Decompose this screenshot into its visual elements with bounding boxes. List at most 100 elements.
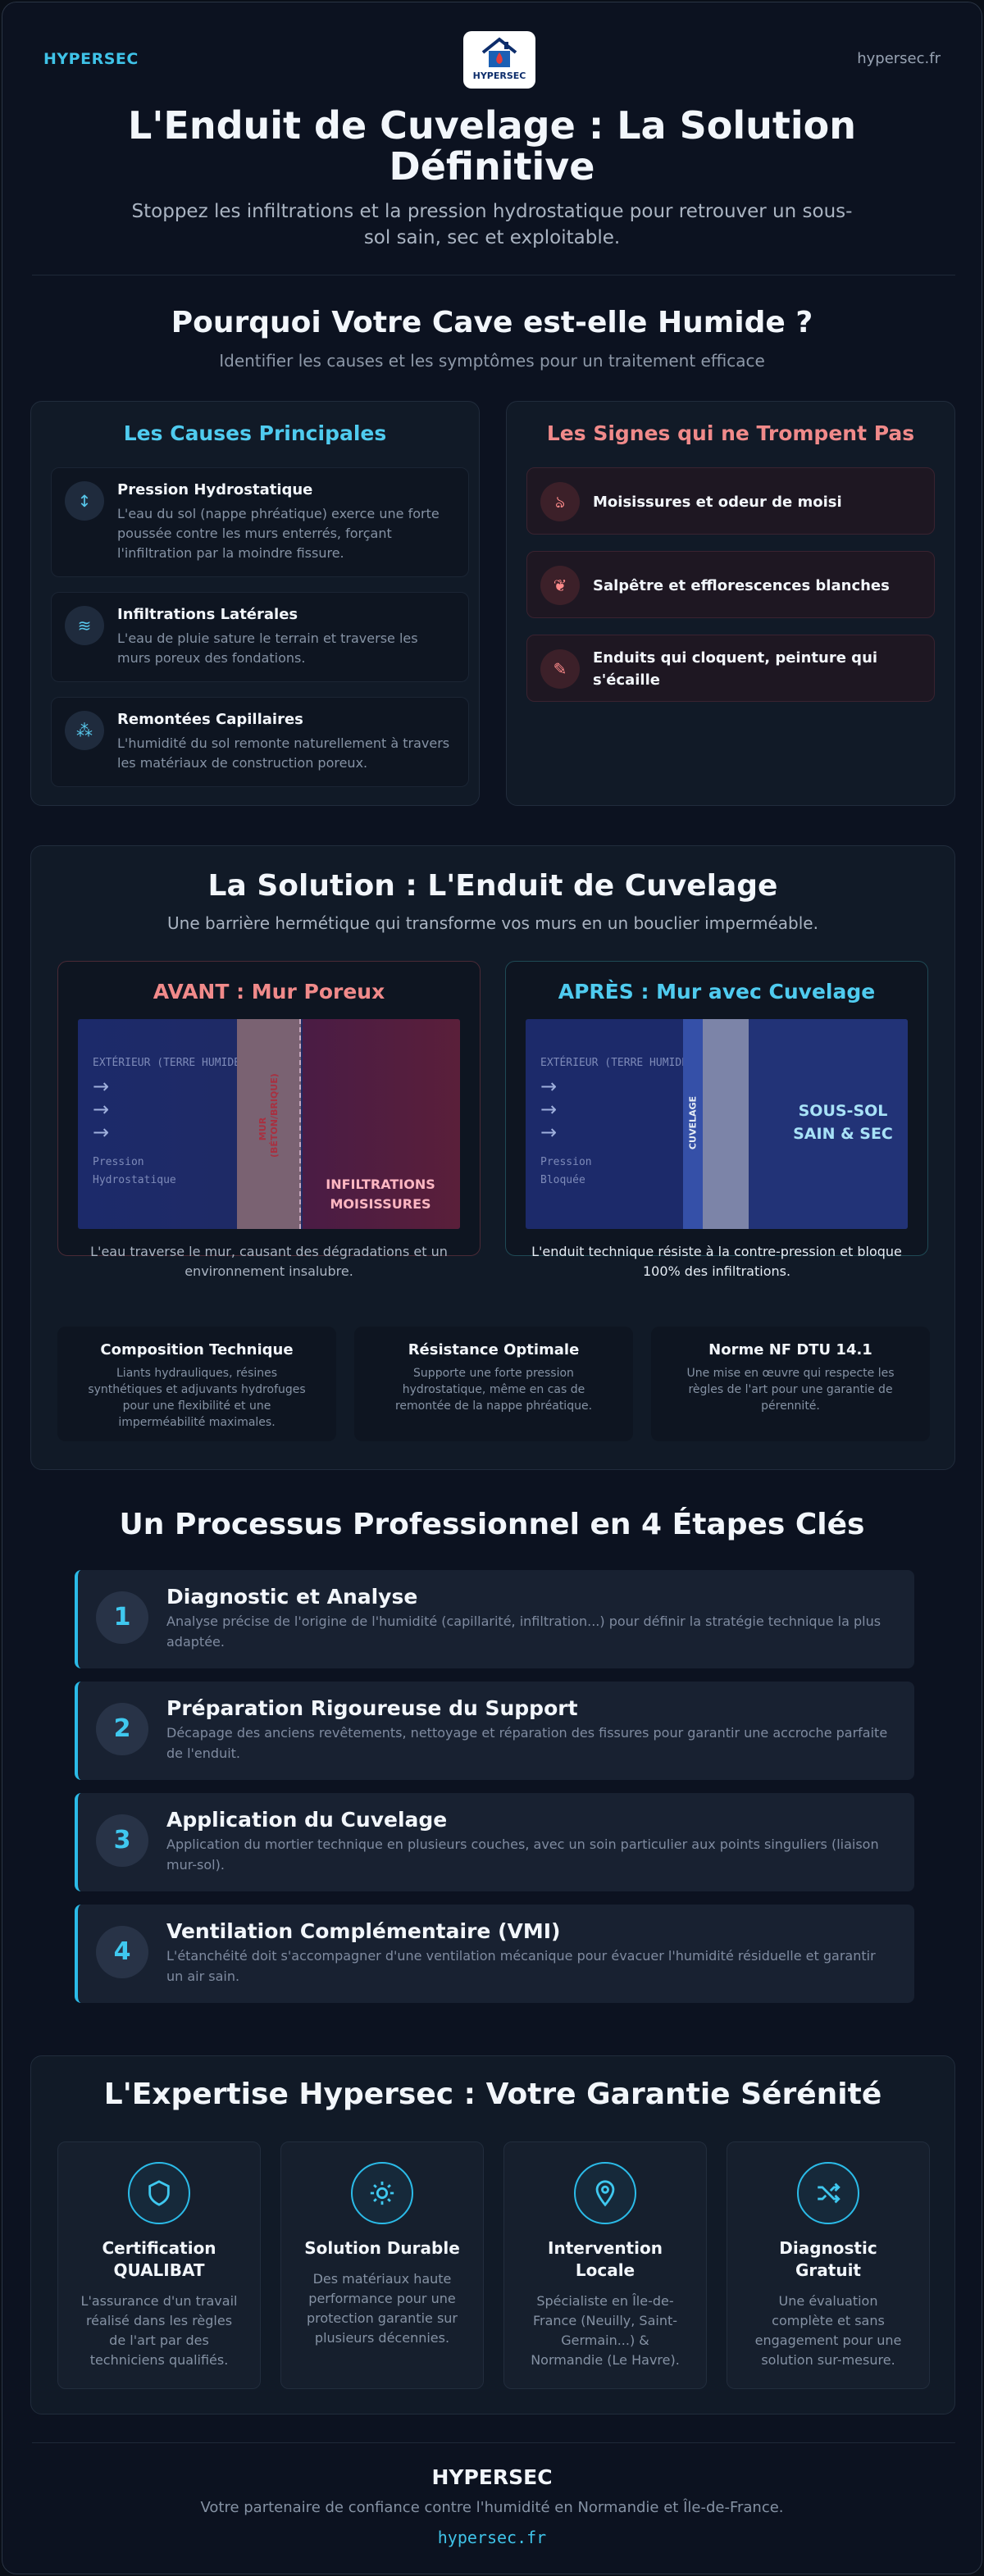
rain-icon: ≋ — [65, 606, 104, 645]
wall-label: MUR (BÉTON/BRIQUE) — [257, 1073, 280, 1158]
step-title: Ventilation Complémentaire (VMI) — [166, 1919, 561, 1943]
signs-panel: Les Signes qui ne Trompent Pas ঌ Moisiss… — [506, 401, 955, 806]
sign-text: Salpêtre et efflorescences blanches — [593, 576, 890, 594]
expertise-card-title: Diagnostic Gratuit — [779, 2238, 877, 2280]
solution-title: La Solution : L'Enduit de Cuvelage — [207, 869, 778, 903]
shield-icon — [128, 2162, 190, 2224]
cuvelage-label: CUVELAGE — [687, 1095, 699, 1150]
step-text: L'étanchéité doit s'accompagner d'une ve… — [166, 1948, 876, 1984]
cause-text: L'humidité du sol remonte naturellement … — [117, 735, 450, 771]
sign-card: ✎ Enduits qui cloquent, peinture qui s'é… — [526, 635, 935, 702]
expertise-card-text: Une évaluation complète et sans engageme… — [754, 2293, 902, 2368]
house-logo-icon — [481, 37, 517, 67]
step-title: Préparation Rigoureuse du Support — [166, 1696, 578, 1720]
exterior-label: EXTÉRIEUR (TERRE HUMIDE) — [540, 1057, 695, 1069]
step-card: 3 Application du Cuvelage Application du… — [75, 1793, 914, 1891]
expertise-card-text: L'assurance d'un travail réalisé dans le… — [80, 2293, 238, 2368]
infiltration-zone: INFILTRATIONS MOISISSURES — [303, 1019, 460, 1229]
solution-subtitle: Une barrière hermétique qui transforme v… — [167, 913, 818, 933]
step-text: Application du mortier technique en plus… — [166, 1836, 879, 1873]
solution-panel: La Solution : L'Enduit de Cuvelage Une b… — [30, 845, 955, 1470]
page-subtitle: Stoppez les infiltrations et la pression… — [131, 201, 853, 248]
location-pin-icon — [574, 2162, 636, 2224]
top-bar: HYPERSEC HYPERSEC hypersec.fr — [2, 2, 982, 101]
before-diagram: EXTÉRIEUR (TERRE HUMIDE) →→→ Pression Hy… — [78, 1019, 460, 1229]
expertise-card: Certification QUALIBAT L'assurance d'un … — [57, 2141, 261, 2389]
capillary-icon: ⁂ — [65, 711, 104, 750]
hero: L'Enduit de Cuvelage : La Solution Défin… — [2, 105, 982, 251]
step-card: 2 Préparation Rigoureuse du Support Déca… — [75, 1682, 914, 1780]
step-title: Application du Cuvelage — [166, 1808, 448, 1832]
mold-icon: ঌ — [540, 482, 580, 521]
cause-title: Remontées Capillaires — [117, 711, 303, 728]
step-number: 3 — [96, 1814, 148, 1867]
salt-icon: ❦ — [540, 566, 580, 605]
site-url[interactable]: hypersec.fr — [857, 50, 941, 67]
wall-block — [703, 1019, 749, 1229]
feature-card: Composition Technique Liants hydraulique… — [57, 1327, 336, 1441]
after-diagram: EXTÉRIEUR (TERRE HUMIDE) →→→ Pression Bl… — [526, 1019, 908, 1229]
feature-title: Norme NF DTU 14.1 — [708, 1341, 872, 1359]
after-caption: L'enduit technique résiste à la contre-p… — [531, 1244, 902, 1279]
step-title: Diagnostic et Analyse — [166, 1585, 418, 1609]
exterior-label: EXTÉRIEUR (TERRE HUMIDE) — [93, 1057, 247, 1069]
brand-name[interactable]: HYPERSEC — [43, 50, 139, 68]
expertise-card-title: Certification QUALIBAT — [102, 2238, 216, 2280]
why-subtitle: Identifier les causes et les symptômes p… — [219, 351, 765, 371]
page-title: L'Enduit de Cuvelage : La Solution Défin… — [128, 103, 856, 189]
causes-title: Les Causes Principales — [123, 421, 387, 445]
expertise-card-text: Spécialiste en Île-de-France (Neuilly, S… — [531, 2293, 680, 2368]
pressure-arrows-icon: →→→ — [93, 1075, 110, 1144]
signs-title: Les Signes qui ne Trompent Pas — [546, 421, 915, 445]
cuvelage-layer: CUVELAGE — [683, 1019, 703, 1229]
sun-icon — [351, 2162, 413, 2224]
cause-text: L'eau de pluie sature le terrain et trav… — [117, 630, 418, 666]
step-number: 4 — [96, 1926, 148, 1978]
cause-text: L'eau du sol (nappe phréatique) exerce u… — [117, 506, 440, 561]
why-title: Pourquoi Votre Cave est-elle Humide ? — [171, 306, 813, 339]
before-caption: L'eau traverse le mur, causant des dégra… — [90, 1244, 448, 1279]
feature-text: Liants hydrauliques, résines synthétique… — [88, 1367, 306, 1429]
feature-text: Supporte une forte pression hydrostatiqu… — [394, 1367, 593, 1413]
pressure-label: Pression Hydrostatique — [93, 1156, 176, 1186]
footer: HYPERSEC Votre partenaire de confiance c… — [2, 2465, 982, 2547]
step-card: 4 Ventilation Complémentaire (VMI) L'éta… — [75, 1905, 914, 2003]
after-card: APRÈS : Mur avec Cuvelage EXTÉRIEUR (TER… — [505, 961, 928, 1279]
causes-panel: Les Causes Principales ↕ Pression Hydros… — [30, 401, 480, 806]
cause-title: Infiltrations Latérales — [117, 606, 298, 623]
feature-text: Une mise en œuvre qui respecte les règle… — [686, 1367, 895, 1413]
divider — [32, 2442, 955, 2443]
cause-card: ↕ Pression Hydrostatique L'eau du sol (n… — [51, 467, 469, 577]
dry-zone: SOUS-SOL SAIN & SEC — [749, 1019, 908, 1229]
expertise-card-title: Solution Durable — [304, 2238, 460, 2258]
step-text: Analyse précise de l'origine de l'humidi… — [166, 1613, 882, 1650]
step-number: 1 — [96, 1591, 148, 1644]
expertise-title: L'Expertise Hypersec : Votre Garantie Sé… — [103, 2078, 882, 2111]
feature-title: Résistance Optimale — [408, 1341, 580, 1359]
pressure-label: Pression Bloquée — [540, 1156, 592, 1186]
sign-text: Enduits qui cloquent, peinture qui s'éca… — [593, 649, 878, 689]
cause-card: ≋ Infiltrations Latérales L'eau de pluie… — [51, 592, 469, 682]
step-number: 2 — [96, 1703, 148, 1755]
before-card: AVANT : Mur Poreux EXTÉRIEUR (TERRE HUMI… — [57, 961, 481, 1279]
arrows-vertical-icon: ↕ — [65, 481, 104, 521]
sign-card: ❦ Salpêtre et efflorescences blanches — [526, 551, 935, 618]
sign-card: ঌ Moisissures et odeur de moisi — [526, 467, 935, 535]
before-title: AVANT : Mur Poreux — [153, 980, 385, 1004]
feature-card: Résistance Optimale Supporte une forte p… — [354, 1327, 633, 1441]
shuffle-icon — [797, 2162, 859, 2224]
pressure-arrows-icon: →→→ — [540, 1075, 558, 1144]
after-title: APRÈS : Mur avec Cuvelage — [558, 980, 876, 1004]
footer-link[interactable]: hypersec.fr — [437, 2528, 547, 2547]
feature-title: Composition Technique — [100, 1341, 294, 1359]
expertise-card: Diagnostic Gratuit Une évaluation complè… — [727, 2141, 930, 2389]
expertise-card-text: Des matériaux haute performance pour une… — [306, 2271, 458, 2346]
expertise-card: Solution Durable Des matériaux haute per… — [280, 2141, 484, 2389]
process-title: Un Processus Professionnel en 4 Étapes C… — [119, 1508, 865, 1541]
step-card: 1 Diagnostic et Analyse Analyse précise … — [75, 1570, 914, 1668]
logo[interactable]: HYPERSEC — [463, 31, 535, 89]
infiltration-label: INFILTRATIONS MOISISSURES — [326, 1176, 435, 1212]
footer-tagline: Votre partenaire de confiance contre l'h… — [200, 2499, 784, 2516]
footer-brand: HYPERSEC — [431, 2465, 553, 2489]
